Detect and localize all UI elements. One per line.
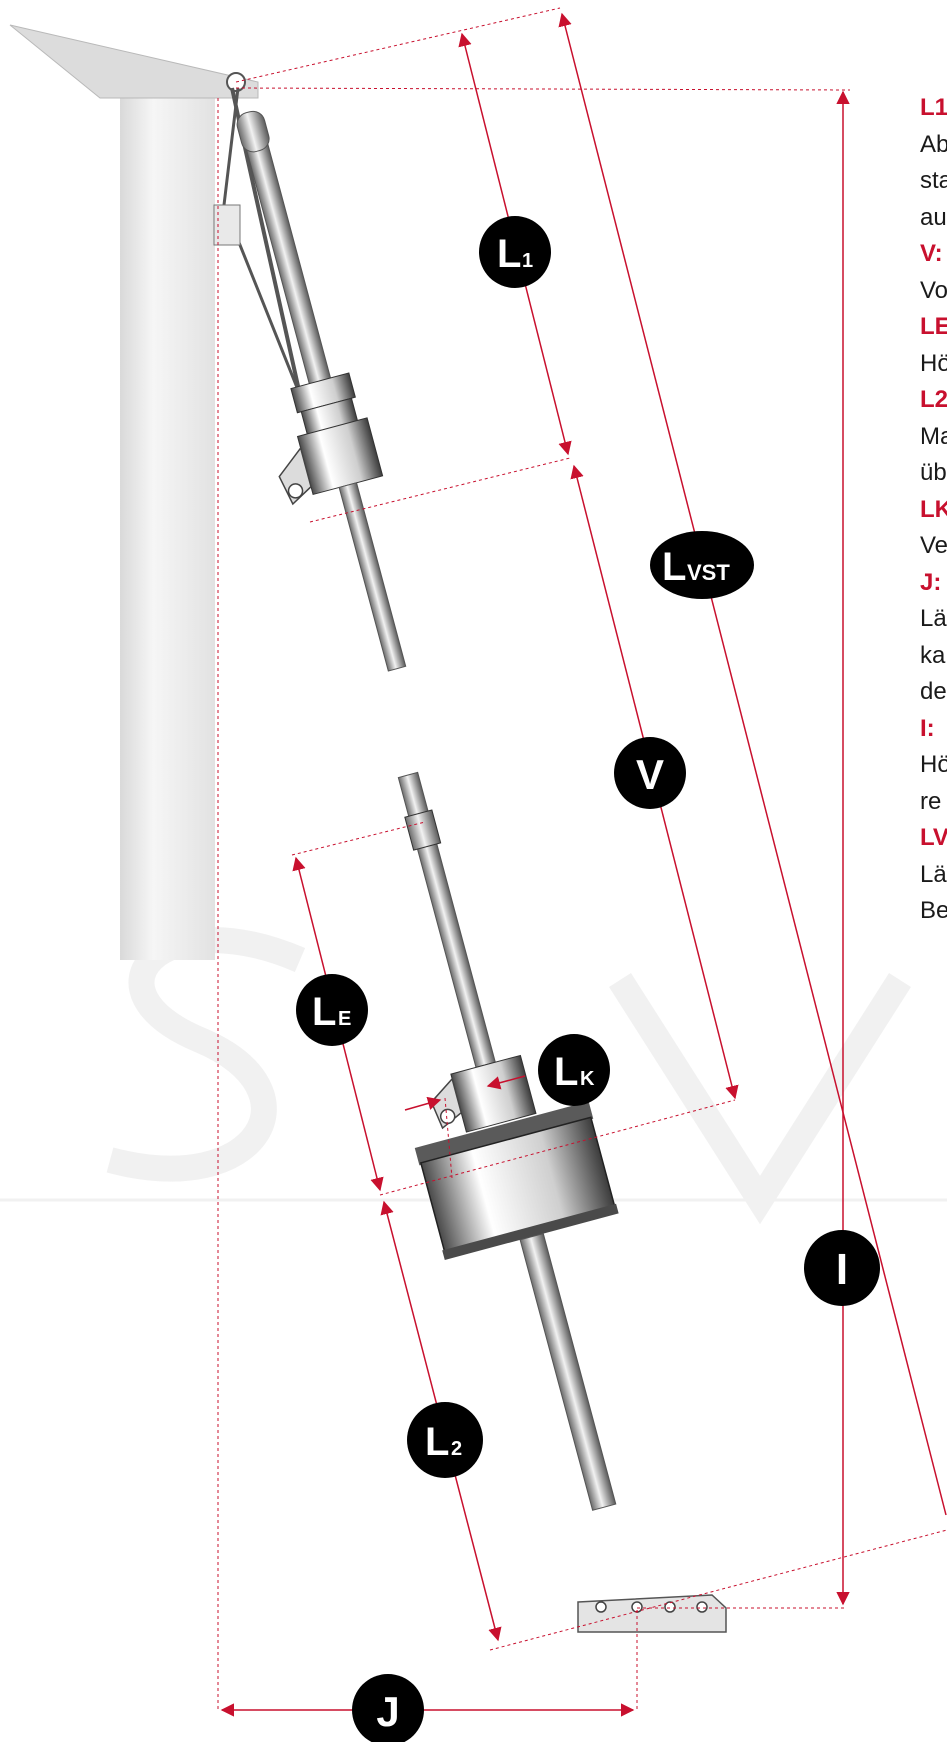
svg-text:L: L — [497, 232, 521, 276]
badge-v: V — [614, 737, 686, 809]
badge-lk: L K — [538, 1034, 610, 1106]
legend-desc: re — [920, 787, 942, 815]
badge-lvst: L VST — [650, 531, 754, 599]
legend-key-v: V: — [920, 240, 943, 267]
legend-desc: ka — [920, 641, 946, 669]
svg-text:L: L — [425, 1420, 449, 1464]
badge-j: J — [352, 1674, 424, 1742]
legend-desc: de — [920, 678, 947, 705]
badge-l1: L 1 — [479, 216, 551, 288]
legend-key-lk: LK — [920, 495, 947, 523]
legend-desc: üb — [920, 459, 947, 486]
legend-key-l2: L2 — [920, 386, 947, 413]
upper-stay-assembly — [236, 110, 407, 672]
legend-desc: Lä — [920, 860, 947, 888]
svg-text:K: K — [580, 1068, 595, 1090]
svg-text:VST: VST — [687, 560, 730, 585]
svg-text:J: J — [376, 1688, 399, 1735]
legend-desc: Hö — [920, 751, 947, 778]
legend-desc: Ve — [920, 532, 947, 559]
legend-desc: Hö — [920, 349, 947, 377]
legend-desc: Lä — [920, 605, 947, 632]
svg-text:V: V — [636, 751, 664, 798]
dim-lk-left — [404, 1096, 442, 1111]
dim-lvst — [558, 12, 947, 1516]
legend: L1 Ab sta au V: Vo LE Hö L2 Ma üb LK Ve … — [920, 90, 947, 930]
svg-text:L: L — [662, 545, 686, 589]
legend-key-j: J: — [920, 568, 942, 596]
lower-stay-assembly — [397, 771, 619, 1511]
legend-key-lv: LV — [920, 824, 947, 851]
svg-text:1: 1 — [522, 250, 533, 272]
svg-text:E: E — [338, 1008, 351, 1030]
svg-text:2: 2 — [451, 1438, 462, 1460]
badge-i: I — [804, 1230, 880, 1306]
badge-le: L E — [296, 974, 368, 1046]
svg-text:L: L — [554, 1050, 578, 1094]
svg-text:L: L — [312, 990, 336, 1034]
legend-desc: sta — [920, 167, 947, 194]
legend-desc: Ma — [920, 422, 947, 450]
deck-fitting — [577, 1594, 727, 1633]
legend-key-le: LE — [920, 313, 947, 340]
dim-lk-right — [486, 1075, 526, 1090]
badge-l2: L 2 — [407, 1402, 483, 1478]
legend-desc: Be — [920, 897, 947, 924]
mast — [9, 24, 259, 960]
svg-text:I: I — [836, 1245, 848, 1294]
legend-key-i: I: — [920, 714, 935, 742]
legend-desc: Ab — [920, 130, 947, 158]
legend-desc: Vo — [920, 276, 947, 304]
legend-key-l1: L1 — [920, 94, 947, 121]
legend-desc: au — [920, 203, 947, 231]
